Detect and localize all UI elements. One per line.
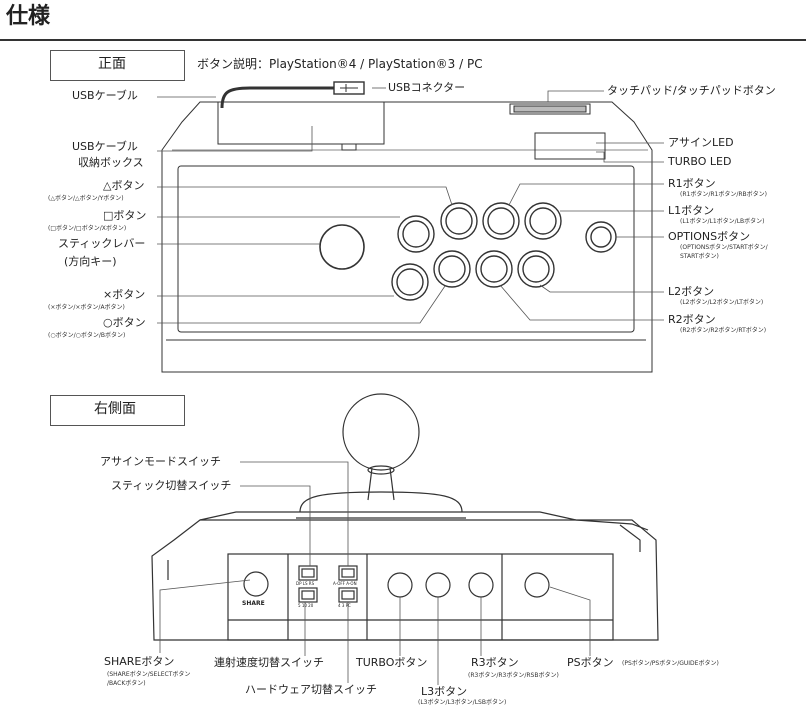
circle-button (433, 250, 471, 288)
stick-ball (342, 393, 420, 471)
turbo-label: TURBOボタン (356, 656, 428, 669)
share-panel-text: SHARE (242, 600, 265, 607)
page-title: 仕様 (6, 4, 51, 29)
sw1-top-text: DP LS RS (296, 581, 315, 586)
r2-sub: (R2ボタン/R2ボタン/RTボタン) (680, 327, 767, 334)
triangle-sub: (△ボタン/△ボタン/Yボタン) (48, 195, 124, 202)
r1-label: R1ボタン (668, 177, 716, 190)
usb-cable-label: USBケーブル (72, 89, 138, 102)
share-sub-1: (SHAREボタン/SELECTボタン (107, 671, 191, 678)
rapid-switch (298, 565, 318, 581)
ps-sub: (PSボタン/PSボタン/GUIDEボタン) (622, 660, 719, 667)
options-label: OPTIONSボタン (668, 230, 751, 243)
usb-box-label-2: 収納ボックス (78, 156, 144, 169)
r1-sub: (R1ボタン/R1ボタン/RBボタン) (680, 191, 767, 198)
hardware-switch-a (298, 587, 318, 603)
title-rule (0, 39, 806, 41)
triangle-label: △ボタン (103, 179, 145, 192)
led-panel (534, 132, 606, 160)
triangle-button (440, 202, 478, 240)
l2-button (517, 250, 555, 288)
circle-label: ○ボタン (103, 316, 146, 329)
l2-sub: (L2ボタン/L2ボタン/LTボタン) (680, 299, 764, 306)
square-label: □ボタン (103, 209, 147, 222)
l3-label: L3ボタン (421, 685, 468, 698)
square-sub: (□ボタン/□ボタン/Xボタン) (48, 225, 127, 232)
r3-button (468, 572, 494, 598)
r1-button (482, 202, 520, 240)
touchpad-label: タッチパッド/タッチパッドボタン (607, 84, 776, 97)
l3-button (425, 572, 451, 598)
cross-button (391, 263, 429, 301)
usb-cable (220, 86, 334, 109)
side-panel (227, 553, 614, 641)
stick-lever (319, 224, 365, 270)
usb-storage-box (217, 101, 385, 145)
cross-sub: (×ボタン/×ボタン/Aボタン) (48, 304, 125, 311)
r2-button (475, 250, 513, 288)
l3-sub: (L3ボタン/L3ボタン/LSBボタン) (418, 699, 507, 706)
stick-label-2: (方向キー) (64, 255, 117, 268)
r3-sub: (R3ボタン/R3ボタン/RSBボタン) (468, 672, 559, 679)
rapid-label: 連射速度切替スイッチ (214, 656, 324, 669)
usb-box-label-1: USBケーブル (72, 140, 138, 153)
buttons-caption: ボタン説明：PlayStation®4 / PlayStation®3 / PC (197, 57, 483, 71)
square-button (397, 215, 435, 253)
sw1-bot-text: 5 10 20 (298, 603, 314, 608)
front-heading-box (50, 50, 185, 81)
side-heading-box (50, 395, 185, 426)
r2-label: R2ボタン (668, 313, 716, 326)
side-heading: 右側面 (94, 401, 136, 417)
l1-label: L1ボタン (668, 204, 715, 217)
l2-label: L2ボタン (668, 285, 715, 298)
touchpad-icon (509, 103, 591, 115)
dust-cover (299, 491, 463, 513)
hardware-label: ハードウェア切替スイッチ (245, 683, 377, 696)
share-button-side (243, 571, 269, 597)
ps-button (524, 572, 550, 598)
cross-label: ×ボタン (103, 288, 146, 301)
l1-sub: (L1ボタン/L1ボタン/LBボタン) (680, 218, 765, 225)
assign-mode-label: アサインモードスイッチ (100, 455, 221, 468)
front-heading: 正面 (98, 56, 126, 72)
share-label: SHAREボタン (104, 655, 175, 668)
usb-connector-label: USBコネクター (388, 81, 466, 94)
sw2-top-text: A-OFF A-ON (333, 581, 357, 586)
circle-sub: (○ボタン/○ボタン/Bボタン) (48, 332, 126, 339)
share-sub-2: /BACKボタン) (107, 680, 146, 687)
ps-label: PSボタン (567, 656, 614, 669)
sw2-bot-text: 4 3 PC (338, 603, 351, 608)
l1-button (524, 202, 562, 240)
stick-switch-label: スティック切替スイッチ (111, 479, 232, 492)
options-sub-1: (OPTIONSボタン/STARTボタン/ (680, 244, 768, 251)
r3-label: R3ボタン (471, 656, 519, 669)
turbo-led-label: TURBO LED (668, 155, 732, 168)
play-area (177, 165, 635, 333)
options-sub-2: STARTボタン) (680, 253, 719, 260)
side-body (151, 519, 659, 641)
assign-led-label: アサインLED (668, 136, 734, 149)
turbo-button (387, 572, 413, 598)
stick-label-1: スティックレバー (58, 237, 146, 250)
